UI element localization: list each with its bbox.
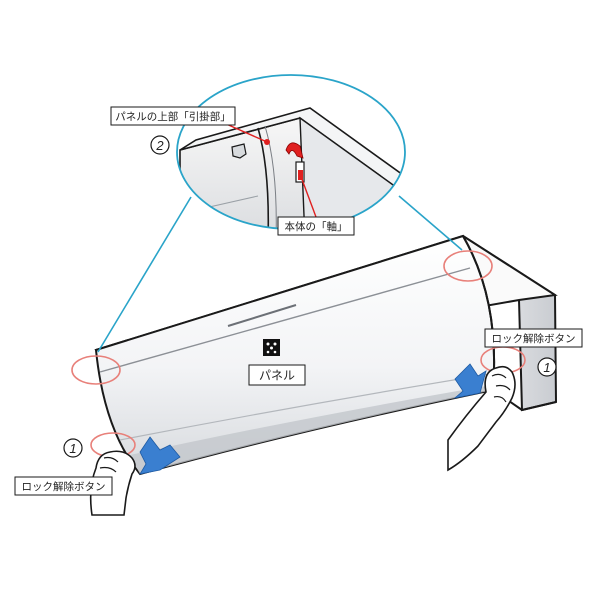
left-hand: [89, 450, 136, 516]
hook-leader-dot: [264, 139, 270, 145]
zoom-panel-edge-inner: [264, 125, 277, 229]
brand-logo-icon: [263, 339, 280, 356]
zoom-hook-left: [231, 143, 247, 159]
front-panel: [94, 234, 496, 476]
zoom-detail: [176, 74, 406, 230]
step-1-right-number: 1: [543, 360, 550, 375]
hook-part-red: [285, 142, 304, 159]
hook-label-box: [110, 106, 236, 126]
panel-label: パネル: [259, 369, 295, 383]
panel-top-groove: [99, 267, 471, 373]
panel-lower-line: [119, 373, 491, 441]
axis-label: 本体の「軸」: [285, 220, 348, 233]
air-conditioner-unit: [94, 234, 558, 476]
zoom-panel-edge: [257, 127, 270, 229]
lock-label-left-box: [14, 476, 113, 496]
right-hand: [447, 365, 516, 472]
axis-label-leader: [299, 173, 317, 218]
step-1-right-badge: [537, 357, 557, 377]
lock-release-label-left: ロック解除ボタン: [22, 480, 106, 493]
axis-label-box: [277, 216, 355, 236]
callout-right-top: [443, 250, 493, 282]
zoom-leader-right: [398, 195, 463, 251]
step-2-badge: [150, 135, 170, 155]
step-2-number: 2: [155, 138, 164, 153]
lock-label-right-box: [484, 328, 583, 348]
panel-shade: [130, 385, 493, 474]
hook-part-label: パネルの上部「引掛部」: [115, 110, 231, 123]
arrow-down-left-icon: [139, 436, 181, 475]
panel-label-box: [248, 364, 306, 386]
lock-release-label-right: ロック解除ボタン: [492, 332, 576, 345]
panel-top-slot: [227, 304, 297, 327]
zoom-leader-left: [97, 196, 192, 353]
callout-left-top: [71, 355, 121, 385]
step-1-left-badge: [63, 438, 83, 458]
step-1-left-number: 1: [69, 441, 76, 456]
hook-label-leader: [223, 122, 268, 143]
arrow-down-right-icon: [453, 363, 487, 399]
